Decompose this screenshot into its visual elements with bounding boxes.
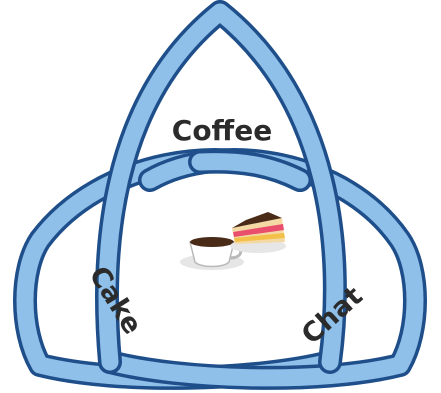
lobe-label-top: Coffee [172, 114, 272, 147]
cake-slice-icon [230, 212, 286, 253]
lobe-band-left [25, 160, 330, 378]
lobe-band-right [110, 160, 415, 378]
coffee-cup-icon [180, 237, 244, 270]
lobe-band-weave [200, 162, 300, 180]
lobe-label-left: Cake [83, 261, 148, 340]
